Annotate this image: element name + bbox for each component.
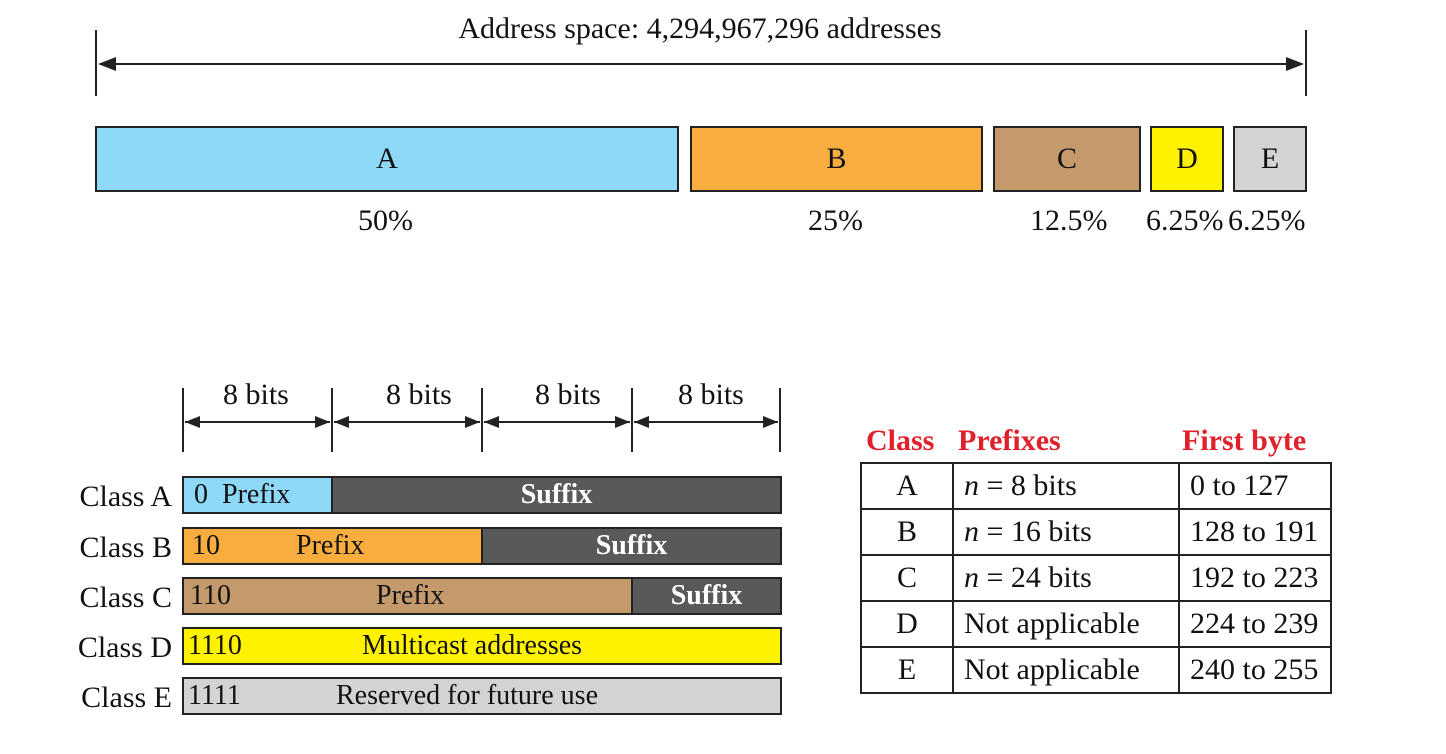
byte-label-4: 8 bits bbox=[678, 378, 744, 411]
table-row: A n = 8 bits 0 to 127 bbox=[860, 462, 1332, 510]
table-cell-first-byte: 240 to 255 bbox=[1178, 646, 1332, 694]
class-b-leading-bits: 10 bbox=[192, 530, 220, 561]
class-a-prefix-label: Prefix bbox=[222, 479, 291, 510]
row-label-class-d: Class D bbox=[77, 631, 172, 664]
class-e-leading-bits: 1111 bbox=[188, 680, 241, 711]
class-table: A n = 8 bits 0 to 127 B n = 16 bits 128 … bbox=[860, 462, 1332, 694]
prefix-value: = 8 bits bbox=[979, 469, 1077, 502]
table-header-prefixes: Prefixes bbox=[958, 424, 1061, 457]
class-e-percent: 6.25% bbox=[1228, 204, 1306, 237]
prefix-value: = 16 bits bbox=[979, 515, 1092, 548]
class-b-percent: 25% bbox=[808, 204, 863, 237]
class-b-suffix: Suffix bbox=[481, 527, 782, 565]
class-d-block: D bbox=[1150, 126, 1224, 192]
class-a-leading-bits: 0 bbox=[194, 479, 208, 510]
class-b-suffix-label: Suffix bbox=[595, 530, 668, 561]
row-label-class-b: Class B bbox=[79, 531, 172, 564]
class-c-letter: C bbox=[1056, 142, 1077, 175]
table-cell-class: C bbox=[860, 554, 954, 602]
class-b-prefix-label: Prefix bbox=[296, 530, 365, 561]
address-space-arrow bbox=[95, 30, 1307, 96]
table-row: D Not applicable 224 to 239 bbox=[860, 600, 1332, 648]
class-d-percent: 6.25% bbox=[1146, 204, 1224, 237]
class-e-body: 1111 Reserved for future use bbox=[182, 677, 782, 715]
row-label-class-c: Class C bbox=[79, 581, 172, 614]
prefix-variable: n bbox=[964, 515, 979, 548]
table-cell-prefix: Not applicable bbox=[952, 646, 1180, 694]
class-a-prefix: 0 Prefix bbox=[182, 476, 333, 514]
class-c-leading-bits: 110 bbox=[190, 580, 231, 611]
class-c-block: C bbox=[993, 126, 1141, 192]
table-cell-prefix: n = 8 bits bbox=[952, 462, 1180, 510]
class-e-bit-row: 1111 Reserved for future use bbox=[182, 677, 782, 715]
table-cell-prefix: n = 24 bits bbox=[952, 554, 1180, 602]
class-d-letter: D bbox=[1176, 142, 1198, 175]
table-cell-prefix: n = 16 bits bbox=[952, 508, 1180, 556]
table-header-first-byte: First byte bbox=[1182, 424, 1307, 457]
class-e-letter: E bbox=[1260, 142, 1280, 175]
class-c-percent: 12.5% bbox=[1030, 204, 1108, 237]
class-b-bit-row: 10 Prefix Suffix bbox=[182, 527, 782, 565]
prefix-variable: n bbox=[964, 561, 979, 594]
table-cell-class: E bbox=[860, 646, 954, 694]
class-e-body-label: Reserved for future use bbox=[336, 680, 599, 711]
table-row: E Not applicable 240 to 255 bbox=[860, 646, 1332, 694]
class-c-bit-row: 110 Prefix Suffix bbox=[182, 577, 782, 615]
class-d-leading-bits: 1110 bbox=[188, 630, 242, 661]
class-a-bit-row: 0 Prefix Suffix bbox=[182, 476, 782, 514]
prefix-variable: n bbox=[964, 469, 979, 502]
row-label-class-e: Class E bbox=[81, 681, 172, 714]
class-a-letter: A bbox=[376, 142, 398, 175]
table-cell-class: B bbox=[860, 508, 954, 556]
table-row: C n = 24 bits 192 to 223 bbox=[860, 554, 1332, 602]
class-b-block: B bbox=[690, 126, 983, 192]
class-a-block: A bbox=[95, 126, 679, 192]
class-a-percent: 50% bbox=[358, 204, 413, 237]
class-a-suffix: Suffix bbox=[331, 476, 782, 514]
table-cell-prefix: Not applicable bbox=[952, 600, 1180, 648]
byte-boundary-arrows bbox=[182, 388, 781, 452]
class-d-body-label: Multicast addresses bbox=[362, 630, 583, 661]
byte-label-1: 8 bits bbox=[223, 378, 289, 411]
class-b-letter: B bbox=[826, 142, 847, 175]
table-cell-first-byte: 0 to 127 bbox=[1178, 462, 1332, 510]
address-space-title: Address space: 4,294,967,296 addresses bbox=[458, 12, 942, 45]
table-header-class: Class bbox=[866, 424, 935, 457]
class-c-prefix: 110 Prefix bbox=[182, 577, 633, 615]
table-cell-first-byte: 192 to 223 bbox=[1178, 554, 1332, 602]
table-cell-first-byte: 224 to 239 bbox=[1178, 600, 1332, 648]
table-cell-first-byte: 128 to 191 bbox=[1178, 508, 1332, 556]
prefix-value: = 24 bits bbox=[979, 561, 1092, 594]
byte-label-3: 8 bits bbox=[535, 378, 601, 411]
class-b-prefix: 10 Prefix bbox=[182, 527, 483, 565]
class-d-body: 1110 Multicast addresses bbox=[182, 627, 782, 665]
table-cell-class: D bbox=[860, 600, 954, 648]
byte-label-2: 8 bits bbox=[386, 378, 452, 411]
class-c-suffix: Suffix bbox=[631, 577, 782, 615]
row-label-class-a: Class A bbox=[79, 480, 172, 513]
table-cell-class: A bbox=[860, 462, 954, 510]
class-a-suffix-label: Suffix bbox=[520, 479, 593, 510]
class-c-suffix-label: Suffix bbox=[670, 580, 743, 611]
class-e-block: E bbox=[1233, 126, 1307, 192]
class-d-bit-row: 1110 Multicast addresses bbox=[182, 627, 782, 665]
class-c-prefix-label: Prefix bbox=[376, 580, 445, 611]
table-row: B n = 16 bits 128 to 191 bbox=[860, 508, 1332, 556]
